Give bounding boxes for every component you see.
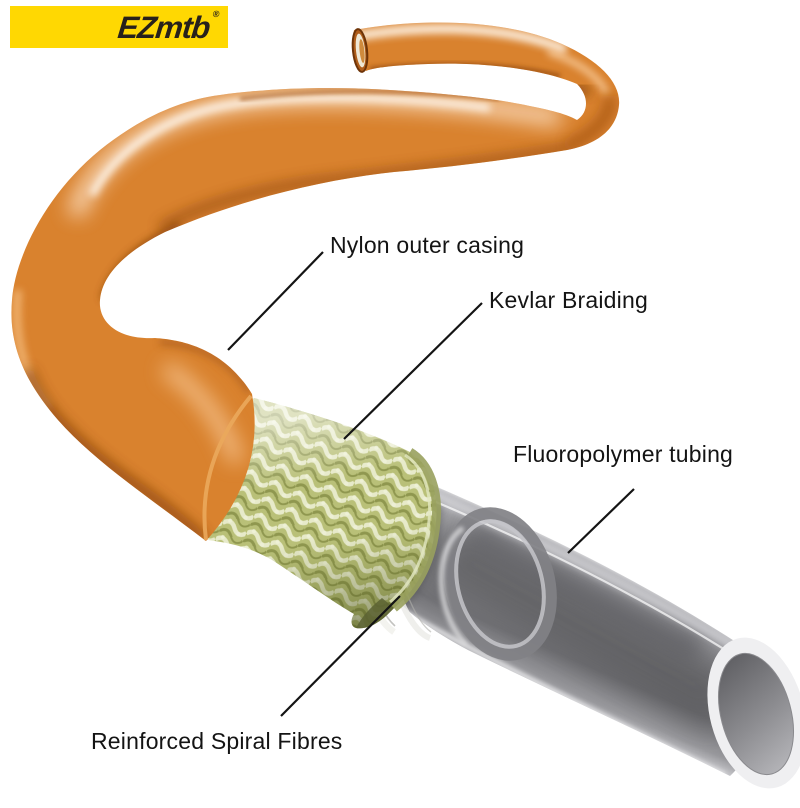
label-nylon-outer-casing: Nylon outer casing [330, 232, 525, 258]
leader-line-spiral [280, 595, 401, 717]
brand-logo: EZmtb® [10, 6, 228, 48]
leader-line-nylon [227, 251, 324, 351]
tubing-cut-ring [438, 507, 557, 661]
leader-lines [227, 251, 635, 717]
label-fluoropolymer-tubing: Fluoropolymer tubing [513, 441, 734, 467]
tube-open-end [707, 637, 800, 789]
leader-line-fluoropolymer [567, 488, 635, 554]
hose-top-cut-end [351, 28, 369, 73]
leader-line-kevlar [343, 302, 483, 440]
registered-trademark-symbol: ® [212, 8, 220, 19]
label-reinforced-spiral-fibres: Reinforced Spiral Fibres [91, 728, 343, 754]
fluoropolymer-tubing-graphic [381, 458, 800, 789]
brand-name: EZmtb® [116, 8, 220, 45]
label-kevlar-braiding: Kevlar Braiding [489, 287, 648, 313]
